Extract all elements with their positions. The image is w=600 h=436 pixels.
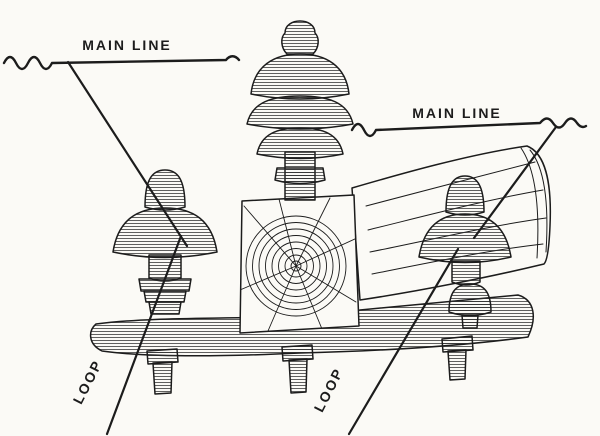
right-base-mushroom <box>448 283 492 317</box>
tree-ring <box>284 254 308 278</box>
left-base-disc <box>148 301 182 315</box>
bolt-nut <box>441 335 474 353</box>
left-insulator-skirt <box>112 207 218 259</box>
bolt-nut <box>281 344 314 362</box>
tree-ring <box>265 235 327 297</box>
ring-crack <box>278 198 297 267</box>
neck-flange <box>274 167 326 185</box>
ring-crack <box>240 265 297 291</box>
tree-ring <box>245 215 347 317</box>
label-loop-left: LOOP <box>70 357 106 407</box>
left-insulator <box>112 169 218 315</box>
log-end-grain <box>520 147 539 259</box>
tree-ring <box>252 222 340 310</box>
right-insulator <box>418 175 512 329</box>
right-insulator-neck <box>451 260 481 286</box>
ring-crack <box>295 265 323 330</box>
label-loop-right: LOOP <box>311 365 347 415</box>
main-line-wire-right <box>350 117 588 138</box>
left-base-disc <box>138 278 192 292</box>
bolt-shaft <box>288 358 308 394</box>
drop-wire-left <box>66 60 189 248</box>
skirt-2 <box>246 95 354 130</box>
timber-block-face <box>239 194 360 334</box>
tree-rings <box>240 197 358 332</box>
center-insulator <box>246 20 354 201</box>
tree-ring <box>258 228 334 304</box>
main-line-wire-left <box>2 55 241 71</box>
ring-crack <box>295 265 357 303</box>
bolt-right <box>441 335 474 381</box>
label-main-line-left: MAIN LINE <box>82 37 172 53</box>
bolt-nut <box>146 348 179 365</box>
bolt-shaft <box>152 361 173 395</box>
bolt-left <box>146 348 179 395</box>
right-insulator-skirt <box>418 213 512 264</box>
ring-crack <box>267 265 297 332</box>
drop-wire-right <box>472 125 558 240</box>
tree-ring <box>290 260 302 272</box>
right-base-stem <box>461 314 479 329</box>
label-main-line-right: MAIN LINE <box>412 105 502 121</box>
bolt-center <box>281 344 314 394</box>
ring-crack <box>295 237 358 267</box>
skirt-3 <box>256 127 344 160</box>
ring-crack <box>243 205 297 267</box>
loop-wire-right <box>347 247 460 436</box>
bolt-shaft <box>447 349 467 381</box>
left-base-disc <box>143 290 187 303</box>
tree-ring <box>271 241 321 291</box>
insulator-top-knob <box>281 20 319 55</box>
right-insulator-cap <box>445 175 485 216</box>
skirt-1 <box>250 53 350 100</box>
loop-wire-left <box>105 234 183 436</box>
tree-ring <box>278 248 314 284</box>
ring-crack <box>295 197 331 267</box>
log-grain-line <box>365 161 536 207</box>
